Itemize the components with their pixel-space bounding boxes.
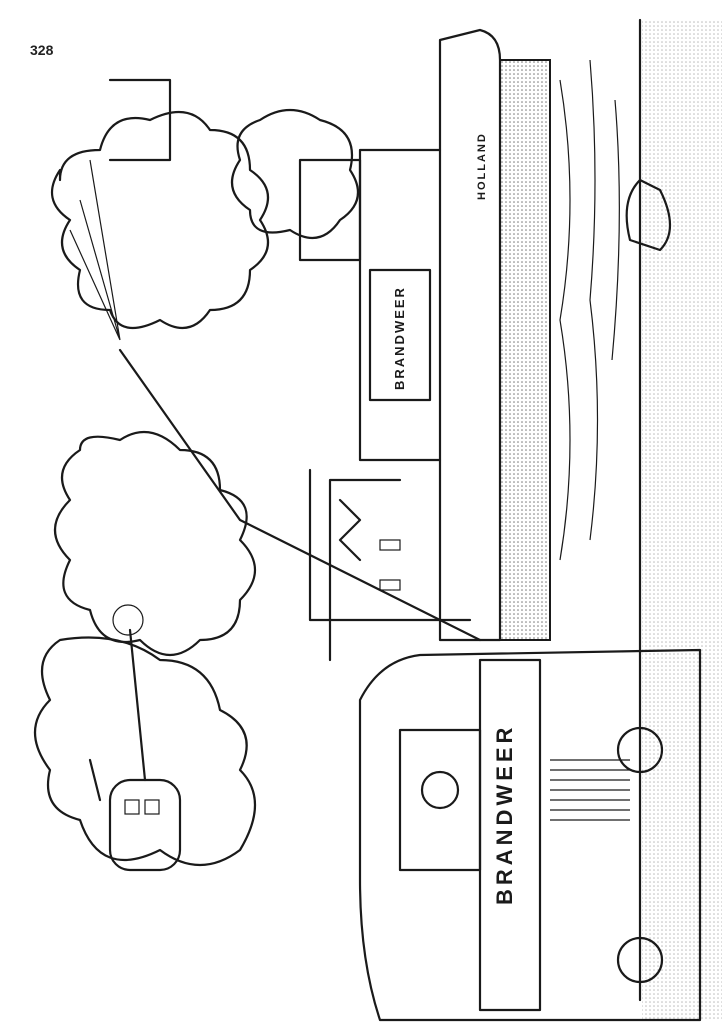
fireboat — [308, 28, 551, 642]
fire-truck — [358, 648, 702, 1022]
truck-brandweer-label: BRANDWEER — [492, 723, 517, 905]
firefighter — [420, 770, 460, 810]
boat-brandweer-label: BRANDWEER — [392, 286, 407, 390]
page-number: 328 — [30, 42, 54, 58]
bollard — [625, 178, 671, 252]
water — [559, 59, 620, 561]
buildings — [108, 78, 402, 662]
cloud — [33, 430, 257, 867]
smoke-cloud — [50, 109, 360, 330]
helicopter — [88, 604, 182, 872]
crane-arm — [69, 159, 482, 642]
quay-ground — [625, 18, 722, 1020]
boat-name-label: HOLLAND — [476, 132, 488, 200]
truck-windshield — [398, 728, 482, 872]
